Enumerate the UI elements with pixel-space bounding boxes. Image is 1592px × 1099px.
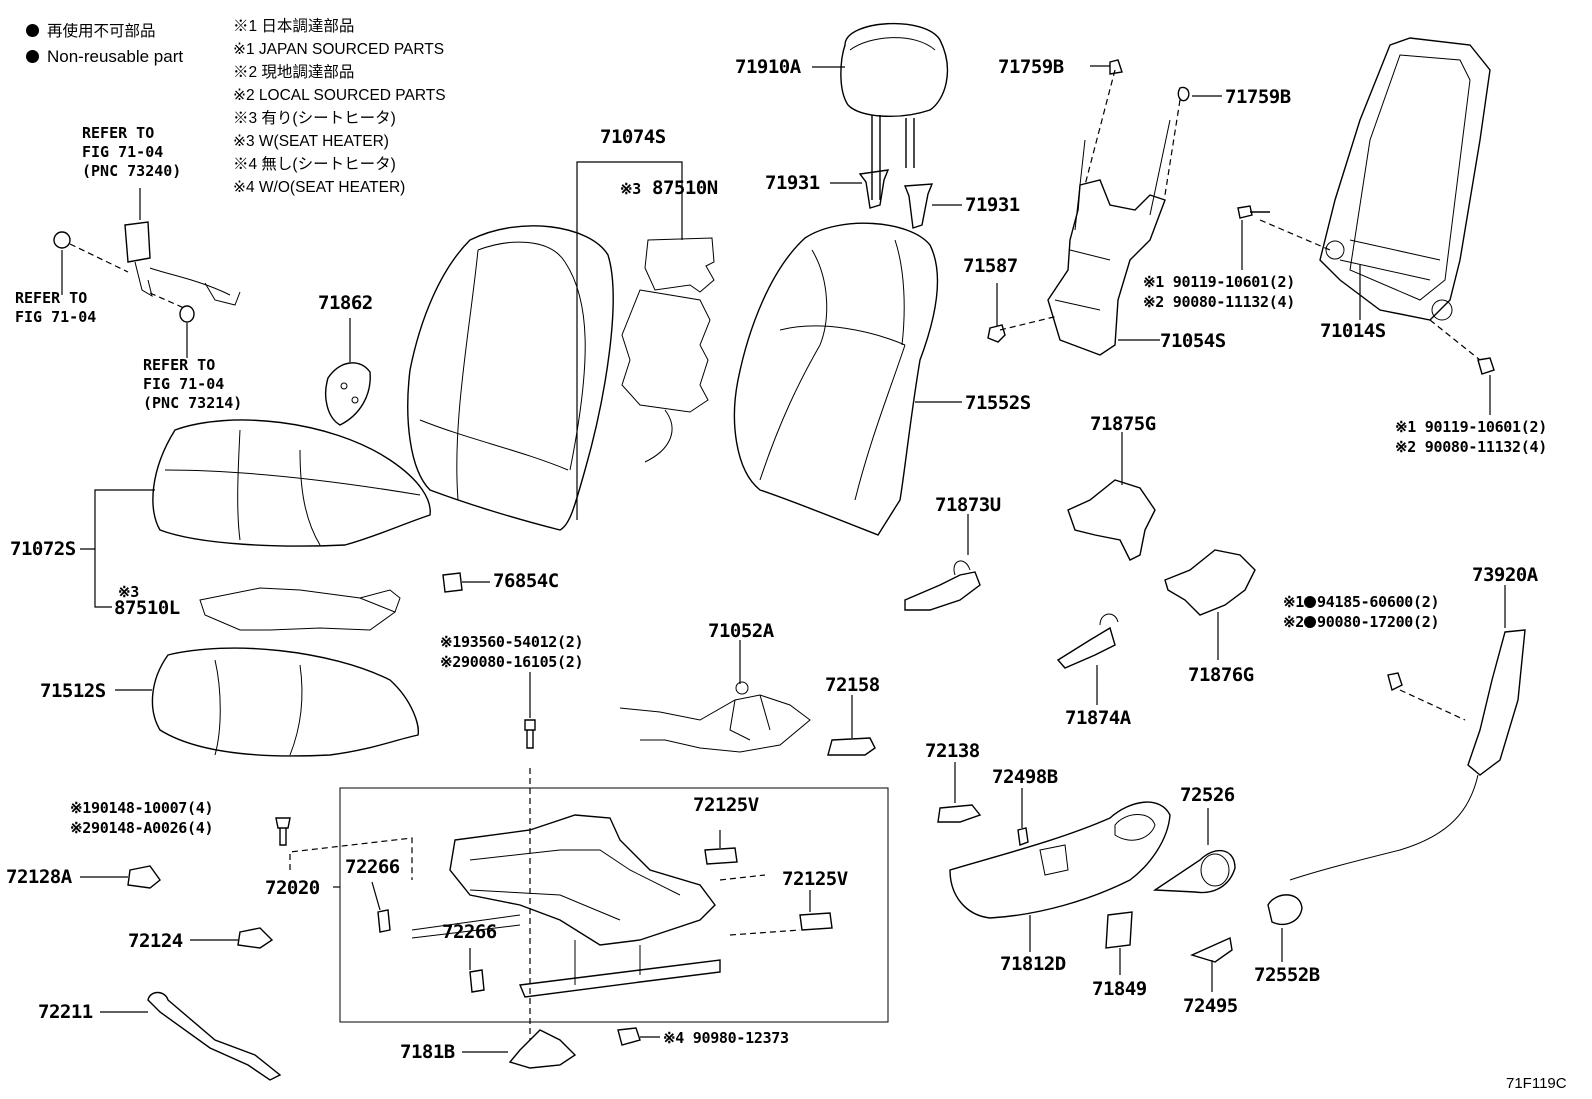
part-label-72158[interactable]: 72158 <box>825 674 880 696</box>
part-label-71072S[interactable]: 71072S <box>10 538 76 560</box>
part-label-71512S[interactable]: 71512S <box>40 680 106 702</box>
legend-note-8: ※4 W/O(SEAT HEATER) <box>233 179 406 196</box>
screw-part-number[interactable]: ※190148-10007(4) <box>70 799 214 817</box>
cushion-heater-drawing <box>199 587 401 631</box>
headrest-drawing <box>840 22 948 200</box>
nonreusable-icon <box>1304 596 1316 608</box>
screw-part-number[interactable]: ※290148-A0026(4) <box>70 819 214 837</box>
legend-note-4: ※2 LOCAL SOURCED PARTS <box>233 87 446 104</box>
legend-note-5: ※3 有り(シートヒータ) <box>233 110 396 127</box>
back-frame-plate-drawing <box>1047 119 1171 356</box>
note-mark: ※1 <box>1283 593 1304 611</box>
buckle-drawing <box>53 221 241 323</box>
clip-part-number[interactable]: ※4 90980-12373 <box>663 1029 789 1047</box>
part-label-71759B[interactable]: 71759B <box>998 56 1064 78</box>
part-number-text: 94185-60600(2) <box>1317 593 1440 611</box>
part-label-72495[interactable]: 72495 <box>1183 995 1238 1017</box>
part-label-72125V[interactable]: 72125V <box>782 868 848 890</box>
outer-shield-drawing <box>949 801 1171 919</box>
headrest-support-drawing <box>858 169 934 229</box>
seat-wiring-drawing <box>619 681 811 753</box>
seat-adjuster-drawing <box>411 814 721 998</box>
part-label-71587[interactable]: 71587 <box>963 255 1018 277</box>
part-label-72124[interactable]: 72124 <box>128 930 183 952</box>
seatback-frame-drawing <box>1319 37 1491 321</box>
bolt-part-number[interactable]: ※1 90119-10601(2) <box>1395 418 1547 436</box>
part-number-text: 90080-17200(2) <box>1317 613 1440 631</box>
part-label-71910A[interactable]: 71910A <box>735 56 801 78</box>
note-mark: ※3 <box>118 583 139 601</box>
part-label-73920A[interactable]: 73920A <box>1472 564 1538 586</box>
reference-callout-73240[interactable]: REFER TO FIG 71-04 (PNC 73240) <box>82 124 182 180</box>
part-label-72138[interactable]: 72138 <box>925 740 980 762</box>
bolt-part-number[interactable]: ※193560-54012(2) <box>440 633 584 651</box>
legend-nonreuse-jp: 再使用不可部品 <box>26 20 156 43</box>
part-label-71014S[interactable]: 71014S <box>1320 320 1386 342</box>
part-label-71875G[interactable]: 71875G <box>1090 413 1156 435</box>
power-seat-switch-drawing <box>1289 629 1526 881</box>
note-mark: ※3 <box>620 180 641 198</box>
legend-note-2: ※1 JAPAN SOURCED PARTS <box>233 41 445 58</box>
cushion-cover-drawing <box>152 419 431 547</box>
note-mark: ※2 <box>1283 613 1304 631</box>
part-label-71552S[interactable]: 71552S <box>965 392 1031 414</box>
part-label-71874A[interactable]: 71874A <box>1065 707 1131 729</box>
part-label-72266[interactable]: 72266 <box>442 921 497 943</box>
part-label-71931[interactable]: 71931 <box>965 194 1020 216</box>
bolt-part-number[interactable]: ※2 90080-11132(4) <box>1143 293 1295 311</box>
reference-callout-fig[interactable]: REFER TO FIG 71-04 <box>15 289 97 326</box>
part-label-71931[interactable]: 71931 <box>765 172 820 194</box>
legend-note-1: ※1 日本調達部品 <box>233 18 355 35</box>
part-label-72211[interactable]: 72211 <box>38 1001 93 1023</box>
part-label-72125V[interactable]: 72125V <box>693 794 759 816</box>
part-label-76854C[interactable]: 76854C <box>493 570 559 592</box>
part-label-71873U[interactable]: 71873U <box>935 494 1001 516</box>
part-label-87510N[interactable]: 87510N <box>652 177 718 199</box>
seatback-cover-drawing <box>407 225 614 531</box>
part-label-87510L[interactable]: 87510L <box>114 597 180 619</box>
side-shield-drawing <box>324 362 371 426</box>
bullet-icon <box>26 50 39 63</box>
legend-note-7: ※4 無し(シートヒータ) <box>233 156 396 173</box>
part-label-72020[interactable]: 72020 <box>265 877 320 899</box>
part-label-71759B[interactable]: 71759B <box>1225 86 1291 108</box>
adjuster-group-box <box>339 787 889 1023</box>
part-label-72552B[interactable]: 72552B <box>1254 964 1320 986</box>
part-label-71812D[interactable]: 71812D <box>1000 953 1066 975</box>
part-label-71052A[interactable]: 71052A <box>708 620 774 642</box>
bullet-icon <box>26 24 39 37</box>
part-label-7181B[interactable]: 7181B <box>400 1041 455 1063</box>
part-label-71876G[interactable]: 71876G <box>1188 664 1254 686</box>
cushion-pad-drawing <box>151 647 419 757</box>
part-label-72498B[interactable]: 72498B <box>992 766 1058 788</box>
part-label-71074S[interactable]: 71074S <box>600 126 666 148</box>
figure-id: 71F119C <box>1506 1075 1567 1092</box>
legend-note-6: ※3 W(SEAT HEATER) <box>233 133 389 150</box>
legend-note-3: ※2 現地調達部品 <box>233 64 355 81</box>
part-label-72128A[interactable]: 72128A <box>6 866 72 888</box>
part-label-72526[interactable]: 72526 <box>1180 784 1235 806</box>
bolt-part-number[interactable]: ※2 90080-11132(4) <box>1395 438 1547 456</box>
nut-part-number[interactable]: ※1 94185-60600(2) <box>1283 592 1440 612</box>
reference-callout-73214[interactable]: REFER TO FIG 71-04 (PNC 73214) <box>143 356 243 412</box>
seatback-pad-drawing <box>733 222 939 536</box>
part-label-71054S[interactable]: 71054S <box>1160 330 1226 352</box>
seatback-heater-drawing <box>621 237 715 463</box>
part-label-71849[interactable]: 71849 <box>1092 978 1147 1000</box>
bolt-part-number[interactable]: ※1 90119-10601(2) <box>1143 273 1295 291</box>
part-label-72266[interactable]: 72266 <box>345 856 400 878</box>
bolt-part-number[interactable]: ※290080-16105(2) <box>440 653 584 671</box>
nonreusable-icon <box>1304 616 1316 628</box>
legend-nonreuse-en: Non-reusable part <box>26 45 183 68</box>
part-label-71862[interactable]: 71862 <box>318 292 373 314</box>
nut-part-number[interactable]: ※2 90080-17200(2) <box>1283 612 1440 632</box>
